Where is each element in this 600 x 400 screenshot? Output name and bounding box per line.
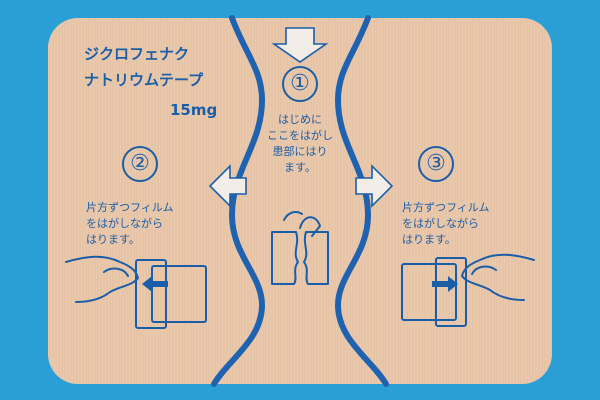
hand-peel-left-icon [65,255,207,329]
down-arrow-icon [271,27,329,63]
product-name-line1: ジクロフェナク [84,45,190,63]
step-3-number: ③ [418,146,454,182]
product-name-line2: ナトリウムテープ [84,71,204,89]
liner-edge-right [334,15,389,387]
hand-peel-right-icon [401,253,535,327]
step-1-number: ① [282,66,318,102]
product-dose: 15mg [170,101,218,119]
right-arrow-icon [355,164,394,208]
left-arrow-icon [208,164,247,208]
step-3-text: 片方ずつフィルム をはがしながら はります。 [402,201,490,246]
step-1-text: はじめに ここをはがし 患部にはり ます。 [267,113,333,174]
step-2-number: ② [122,146,158,182]
step-2-text: 片方ずつフィルム をはがしながら はります。 [86,201,174,246]
liner-edge-left [211,15,266,387]
peel-tab-icon [271,211,329,285]
